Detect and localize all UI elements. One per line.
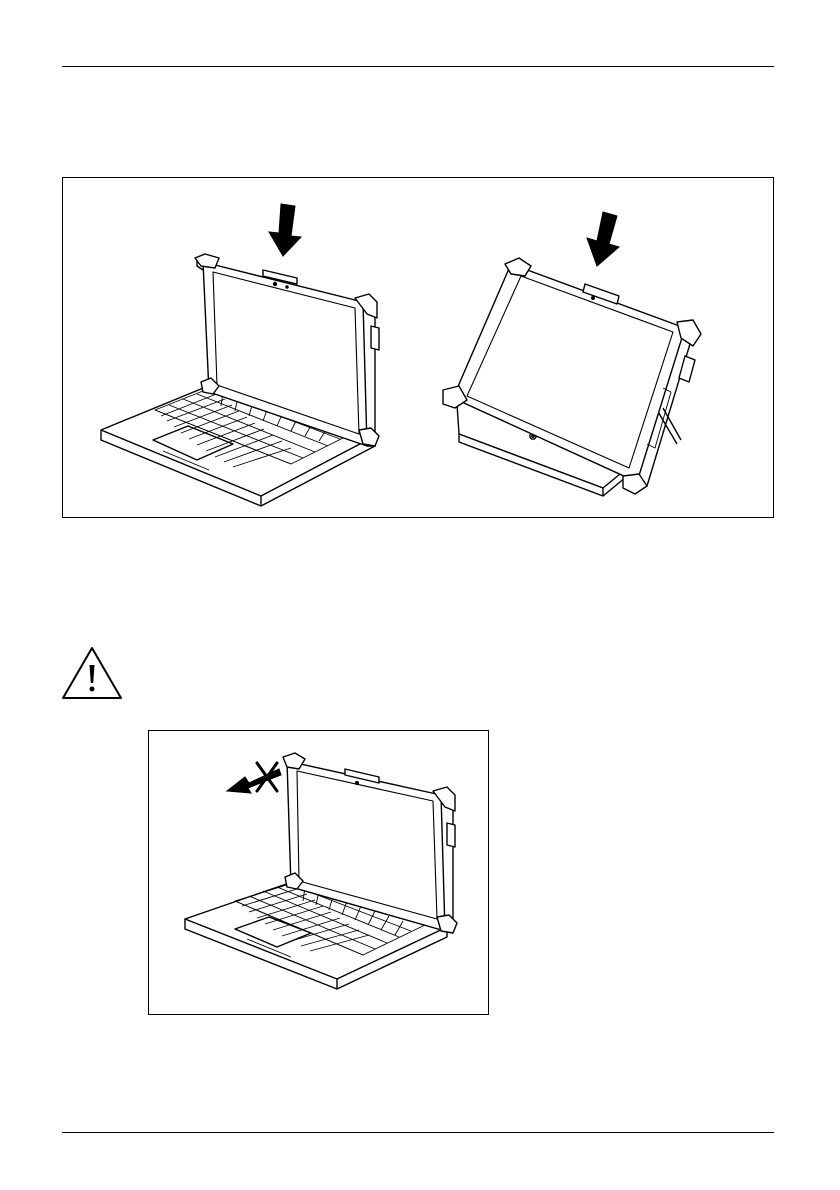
figure-do-not-pull-drawing	[149, 731, 490, 1016]
down-arrow-icon	[587, 212, 619, 266]
down-arrow-icon	[269, 204, 301, 256]
header-rule	[62, 66, 774, 67]
footer-rule	[62, 1132, 774, 1133]
notebook-mode-illustration	[101, 254, 379, 506]
warning-triangle-icon	[60, 645, 124, 706]
figure-attach-tablet	[62, 177, 774, 518]
tablet-stand-mode-illustration	[443, 258, 701, 496]
notebook-mode-illustration	[185, 753, 457, 989]
prohibited-pull-arrow-icon	[227, 763, 281, 793]
figure-attach-tablet-drawing	[63, 178, 775, 519]
figure-do-not-pull	[148, 730, 489, 1015]
